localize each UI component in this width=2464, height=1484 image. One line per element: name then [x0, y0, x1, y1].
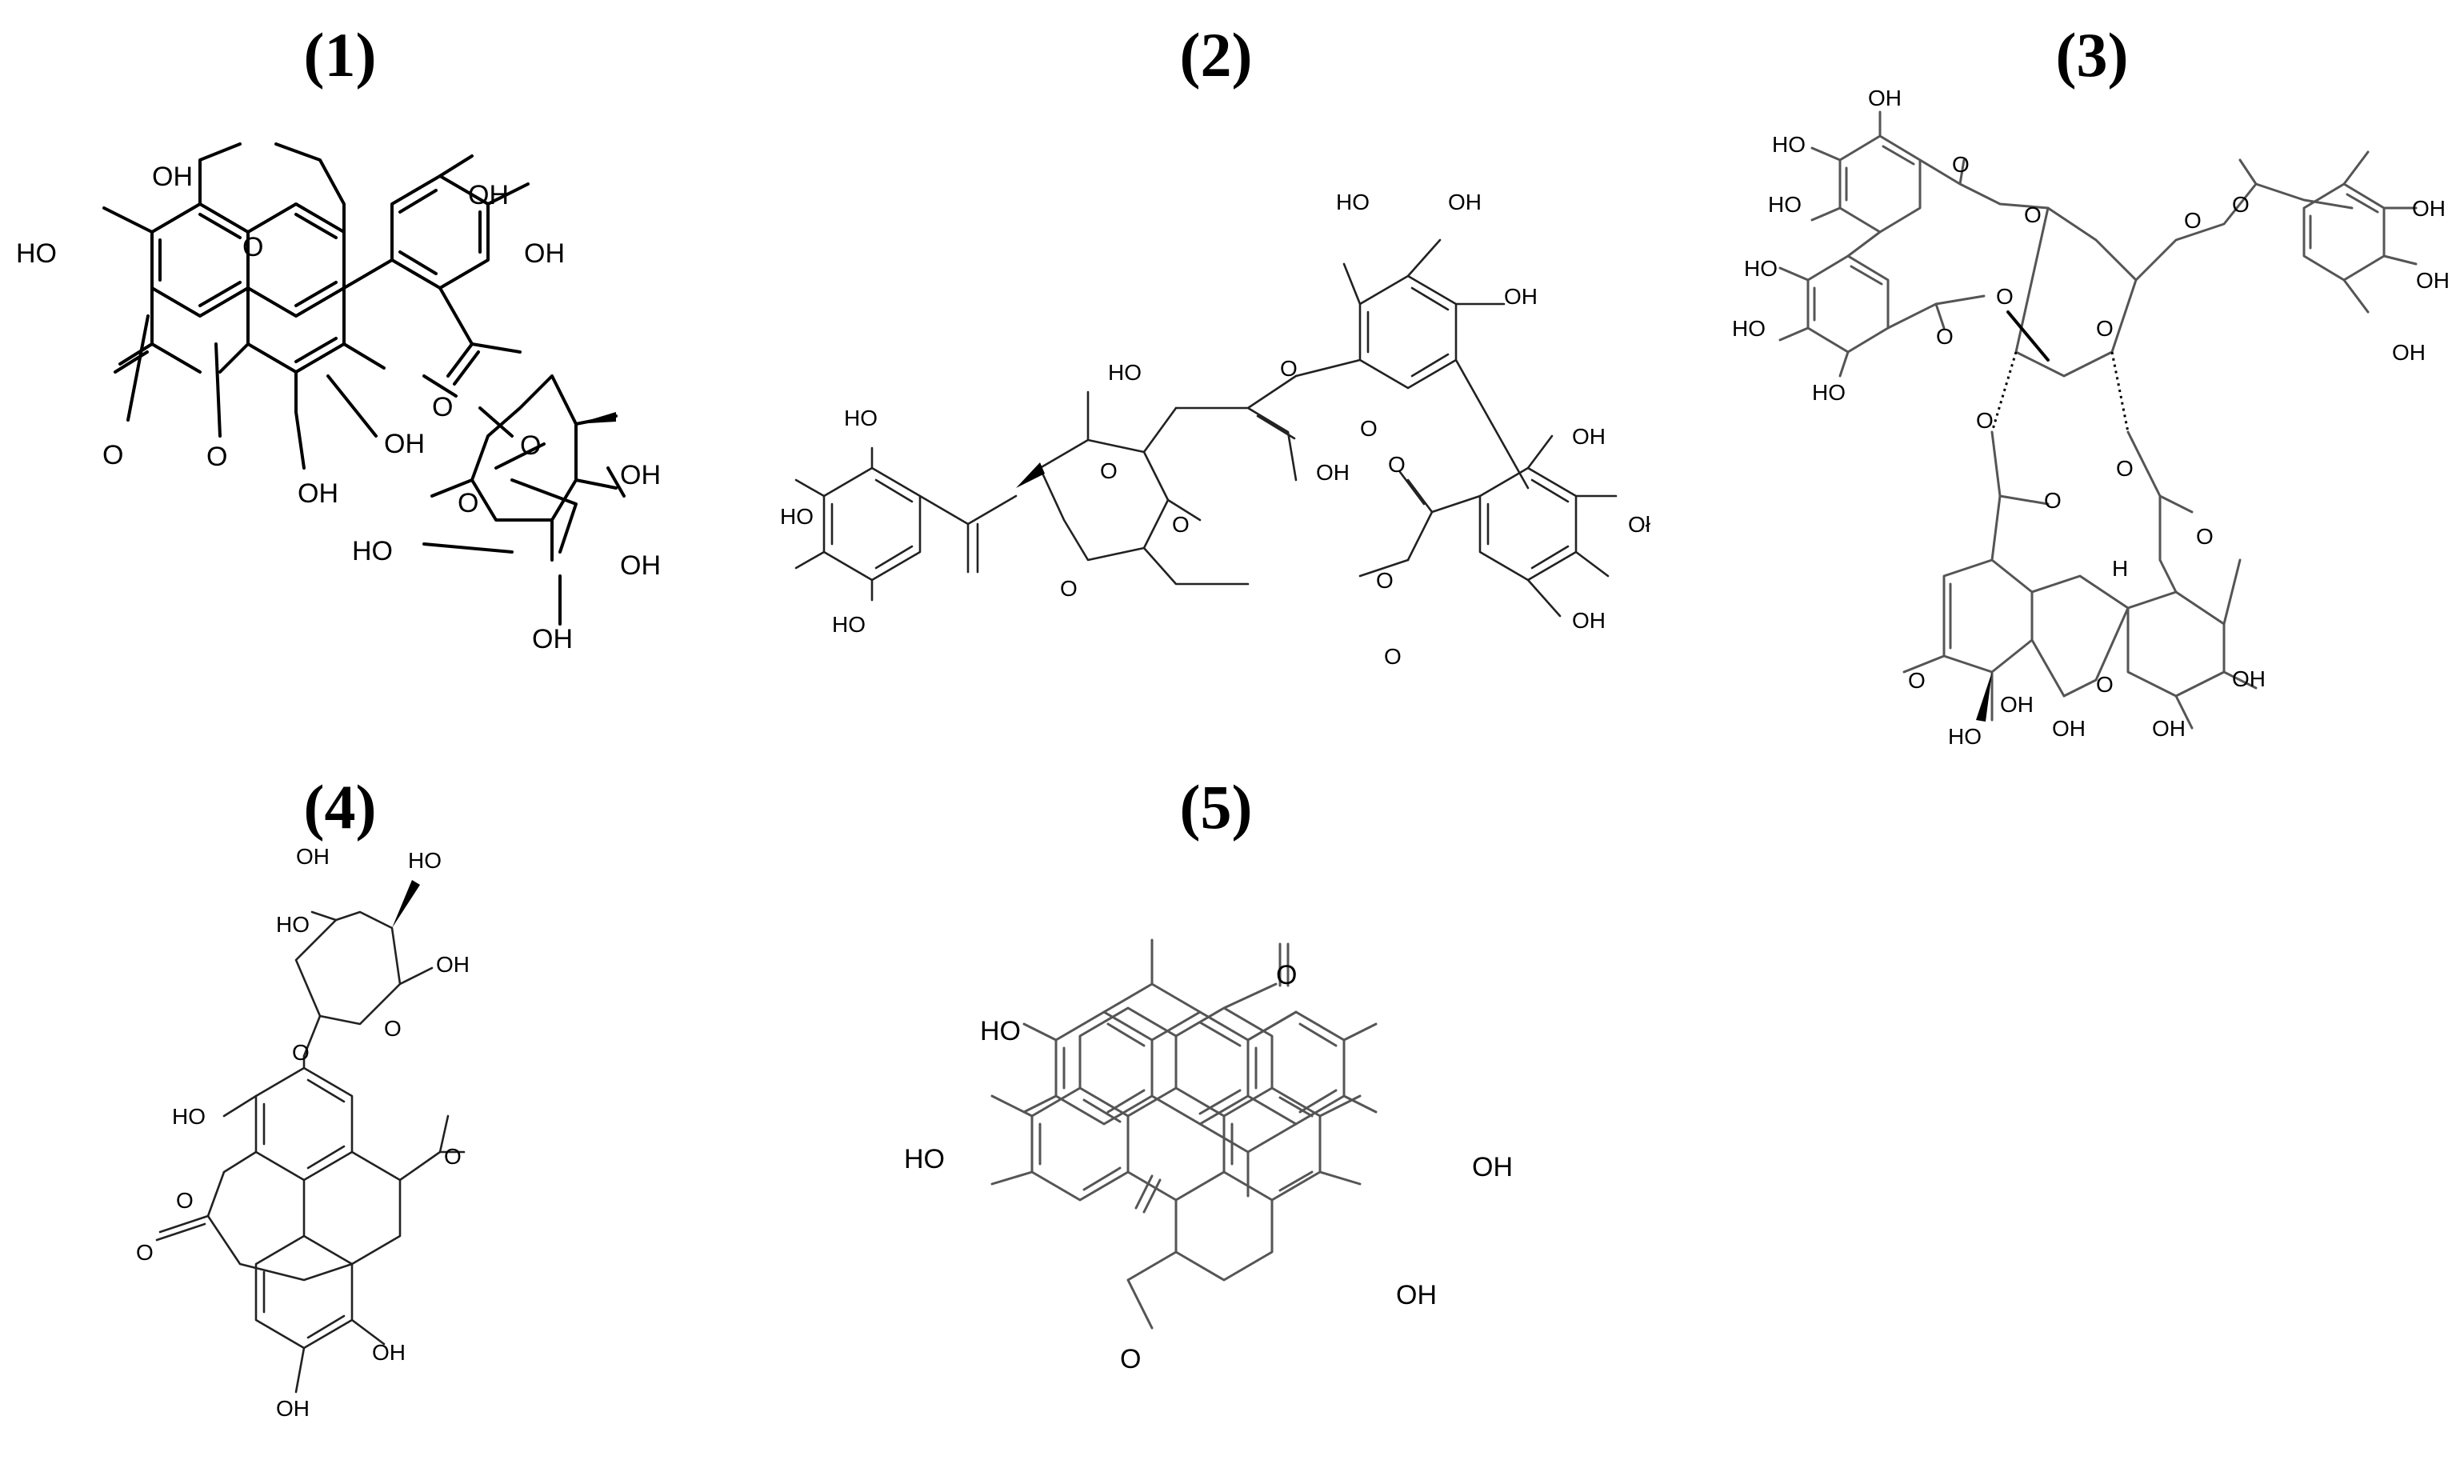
atom-label: O	[1936, 324, 1954, 349]
atom-label: O	[1060, 576, 1078, 601]
atom-label: OH	[1396, 1280, 1437, 1310]
atom-label: O	[206, 442, 227, 472]
atom-label: OH	[1504, 284, 1538, 309]
atom-label: HO	[408, 848, 442, 873]
atom-label: O	[2116, 456, 2134, 481]
atom-label: HO	[1336, 190, 1370, 214]
atom-label: O	[2096, 672, 2114, 697]
atom-label: O	[2184, 208, 2202, 233]
atom-label: O	[432, 392, 453, 422]
atom-label: O	[2196, 524, 2214, 549]
atom-label: OH	[620, 460, 661, 490]
compound-label-1: (1)	[304, 20, 377, 90]
atom-label: O	[2232, 192, 2250, 217]
atom-label: OH	[372, 1340, 406, 1365]
atom-label: OH	[2052, 716, 2086, 741]
atom-label: OH	[1868, 86, 1902, 110]
atom-label: OH	[298, 478, 338, 509]
compound-1-lower-bonds	[126, 314, 626, 626]
atom-label: OH	[2000, 692, 2034, 717]
atom-label: HO	[16, 238, 57, 269]
compound-3-structure: OH HO HO HO HO HO O O O O O O O OH OH OH…	[1732, 86, 2450, 749]
atom-label: O	[1384, 644, 1402, 669]
atom-label: HO	[980, 1016, 1021, 1046]
atom-label: OH	[2232, 666, 2266, 691]
atom-label: O	[1276, 960, 1297, 990]
atom-label: O	[2096, 316, 2114, 341]
compound-label-3: (3)	[2056, 20, 2129, 90]
atom-label: O	[1360, 416, 1378, 441]
atom-label: HO	[352, 536, 393, 566]
atom-label: HO	[1732, 316, 1766, 341]
atom-label: HO	[844, 406, 878, 430]
atom-label: HO	[1768, 192, 1802, 217]
atom-label: OH	[620, 550, 661, 581]
atom-label: OH	[2152, 716, 2186, 741]
atom-label: OH	[296, 844, 330, 869]
atom-label: O	[1376, 568, 1394, 593]
atom-label: O	[1952, 152, 1970, 177]
atom-label: OH	[2392, 340, 2426, 365]
atom-label: O	[458, 488, 478, 518]
atom-label: O	[1908, 668, 1926, 693]
atom-label: O	[242, 232, 263, 262]
atom-label: OH	[152, 162, 193, 192]
atom-label: OH	[1472, 1152, 1513, 1182]
atom-label: HO	[172, 1104, 206, 1129]
atom-label: O	[1100, 458, 1118, 483]
compound-2-structure: HO HO HO O O HO O O O OH O HO OH OH OH O…	[780, 190, 1651, 669]
compound-1-structure: OH HO O OH OH O O OH OH O O O OH OH OH H…	[16, 142, 661, 654]
compound-5-skeleton	[990, 982, 1362, 1330]
atom-label: OH	[2416, 268, 2450, 293]
atom-label: OH	[1448, 190, 1482, 214]
atom-label: HO	[1948, 724, 1982, 749]
atom-label: O	[1976, 408, 1994, 433]
atom-label: O	[1388, 452, 1406, 477]
atom-label: HO	[904, 1144, 945, 1174]
atom-label: HO	[780, 504, 814, 529]
atom-label: HO	[1812, 380, 1846, 405]
atom-label: O	[136, 1240, 154, 1265]
atom-label: OH	[532, 624, 573, 654]
atom-label: O	[102, 440, 123, 470]
atom-label: O	[2024, 202, 2042, 227]
atom-label: O	[444, 1144, 462, 1169]
compound-label-5: (5)	[1180, 772, 1253, 842]
atom-label: O	[1120, 1344, 1141, 1374]
compound-5-structure: O HO HO OH OH O	[904, 938, 1513, 1374]
atom-label: HO	[1108, 360, 1142, 385]
atom-label: OH	[276, 1396, 310, 1421]
atom-label: O	[1996, 284, 2014, 309]
atom-label: HO	[832, 612, 866, 637]
atom-label: OH	[524, 238, 565, 269]
atom-label: OH	[436, 952, 470, 977]
atom-label: OH	[1316, 460, 1350, 485]
atom-label: HO	[1772, 132, 1806, 157]
compound-label-4: (4)	[304, 772, 377, 842]
atom-label: O	[384, 1016, 402, 1041]
atom-label: OH	[468, 180, 509, 210]
compound-4-structure: OH HO HO OH O O HO O O O OH OH	[136, 844, 470, 1421]
atom-label: O	[2044, 488, 2062, 513]
atom-label: HO	[276, 912, 310, 937]
atom-label: O	[176, 1188, 194, 1213]
atom-label: O	[1172, 512, 1190, 537]
atom-label: OH	[1572, 424, 1606, 449]
atom-label: Oł	[1628, 512, 1651, 537]
atom-label: OH	[2412, 196, 2446, 221]
atom-label: O	[292, 1040, 310, 1065]
compound-label-2: (2)	[1180, 20, 1253, 90]
atom-label: OH	[384, 429, 425, 459]
atom-label: OH	[1572, 608, 1606, 633]
atom-label: O	[1280, 356, 1298, 381]
atom-label: H	[2112, 556, 2128, 581]
atom-label: HO	[1744, 256, 1778, 281]
